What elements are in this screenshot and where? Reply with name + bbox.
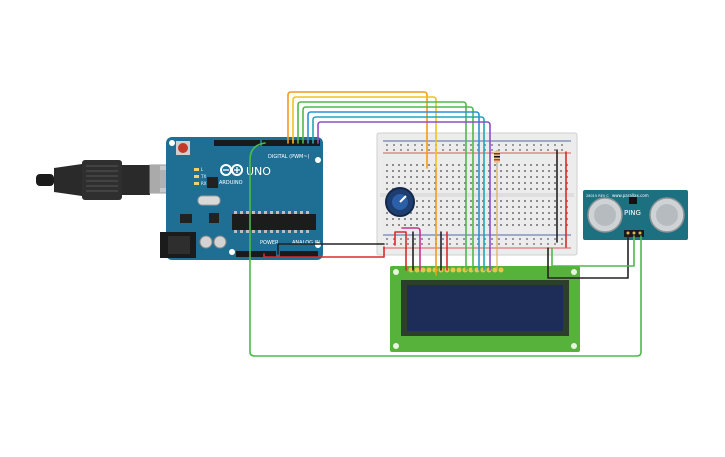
led-label: L bbox=[201, 167, 204, 172]
digital-header[interactable] bbox=[214, 140, 320, 146]
wires[interactable] bbox=[249, 91, 642, 357]
potentiometer-knob[interactable] bbox=[385, 187, 415, 217]
resistor bbox=[494, 150, 500, 168]
lcd-16x2-module[interactable] bbox=[390, 266, 580, 352]
usb-cable[interactable] bbox=[36, 160, 185, 200]
arduino-logo-icon bbox=[220, 164, 243, 176]
wire-green[interactable] bbox=[297, 101, 467, 271]
atmega-chip bbox=[232, 211, 316, 233]
wire-yellow[interactable] bbox=[292, 96, 437, 169]
wire-sensor-vcc[interactable] bbox=[551, 235, 635, 267]
rx-label: RX bbox=[201, 181, 207, 186]
wire-blue[interactable] bbox=[307, 111, 480, 271]
power-jack bbox=[160, 232, 196, 258]
digital-label: DIGITAL (PWM~) bbox=[268, 154, 310, 160]
lcd-screen bbox=[407, 285, 563, 331]
tx-label: TX bbox=[200, 174, 206, 179]
arduino-model: UNO bbox=[246, 165, 271, 178]
wire-pot-red[interactable] bbox=[394, 231, 407, 271]
arduino-brand: ARDUINO bbox=[219, 180, 243, 186]
wire-blue-2[interactable] bbox=[312, 116, 485, 271]
ping-ultrasonic-sensor[interactable]: www.parallax.com 28015 REV C PING bbox=[583, 190, 688, 240]
wire-5v-red[interactable] bbox=[263, 246, 385, 258]
arduino-uno-board[interactable]: DIGITAL (PWM~) UNO ARDUINO TX RX L bbox=[150, 137, 323, 260]
wire-gnd-black[interactable] bbox=[277, 243, 385, 255]
sensor-name: PING bbox=[624, 209, 641, 217]
wire-orange[interactable] bbox=[287, 91, 428, 169]
sensor-site: www.parallax.com bbox=[612, 193, 649, 198]
transducer-left bbox=[587, 197, 623, 233]
reset-button[interactable] bbox=[176, 141, 190, 155]
wire-purple[interactable] bbox=[317, 121, 491, 271]
sensor-code: 28015 REV C bbox=[586, 194, 609, 198]
wire-sensor-gnd[interactable] bbox=[547, 235, 629, 279]
transducer-right bbox=[649, 197, 685, 233]
power-label: POWER bbox=[260, 240, 279, 246]
wire-pot-magenta[interactable] bbox=[401, 227, 421, 271]
wire-green-2[interactable] bbox=[302, 106, 474, 271]
wire-green-long[interactable] bbox=[249, 142, 642, 357]
analog-label: ANALOG IN bbox=[292, 240, 320, 246]
power-analog-header[interactable] bbox=[236, 251, 318, 257]
